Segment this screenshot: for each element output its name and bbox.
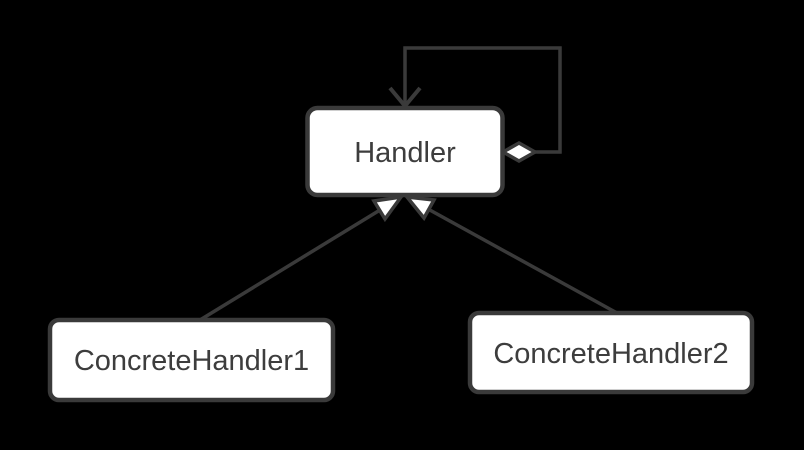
concretehandler1-node-label: ConcreteHandler1 (74, 345, 309, 377)
self-association-edge (403, 46, 562, 154)
handler-node-group: Handler (305, 105, 505, 198)
aggregation-diamond-icon (499, 140, 539, 164)
concretehandler2-node-group: ConcreteHandler2 (467, 310, 755, 395)
concretehandler1-node[interactable] (47, 317, 336, 403)
generalization-edge-concretehandler2 (427, 207, 618, 315)
concretehandler2-node-label: ConcreteHandler2 (493, 338, 728, 370)
concretehandler2-node[interactable] (467, 310, 755, 395)
generalization-edge-concretehandler1 (199, 208, 381, 322)
handler-node[interactable] (305, 105, 505, 198)
handler-node-label: Handler (354, 137, 456, 169)
generalization-triangle-icon (402, 194, 437, 222)
concretehandler1-node-group: ConcreteHandler1 (47, 317, 336, 403)
generalization-triangle-icon (371, 194, 405, 223)
